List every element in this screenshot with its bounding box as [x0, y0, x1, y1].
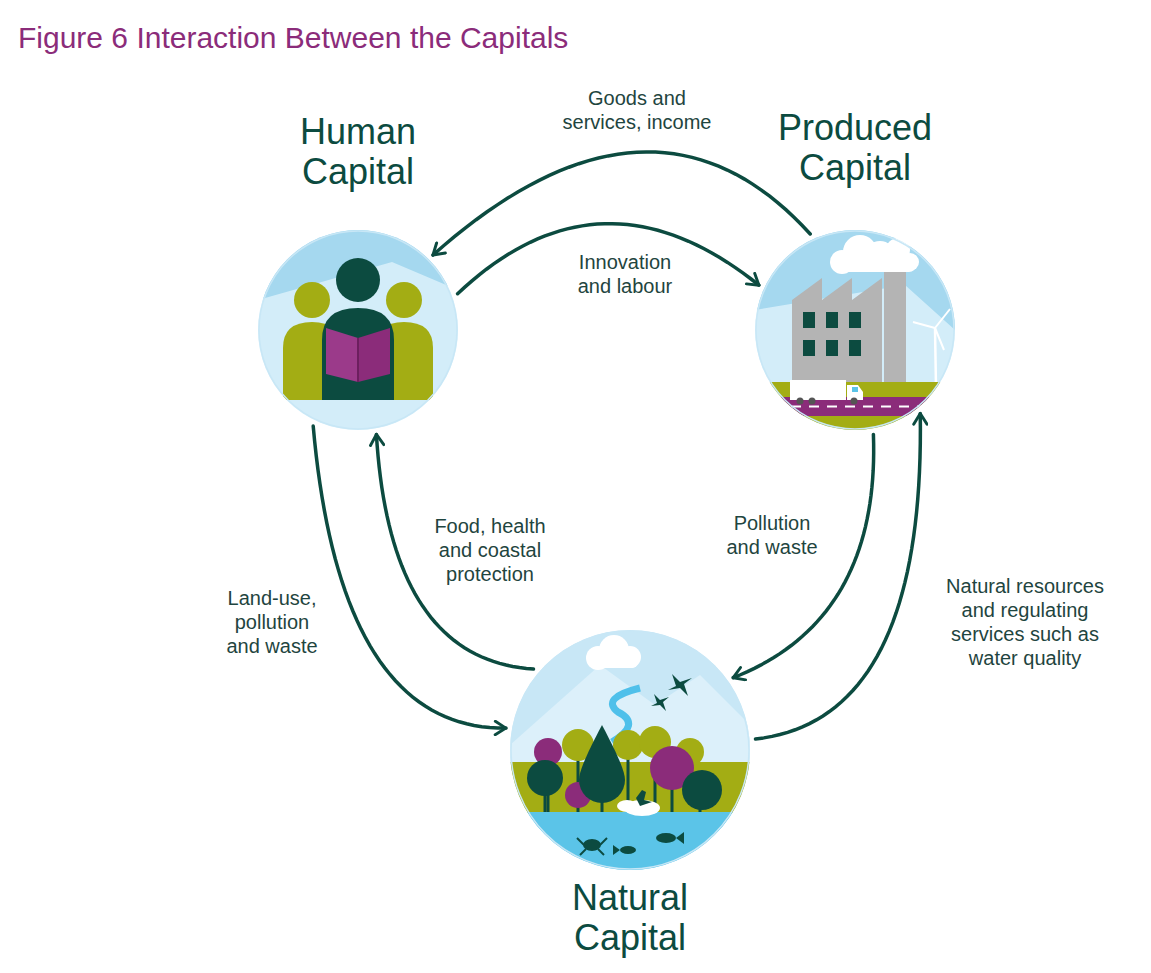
- factory-illustration: [851, 398, 858, 405]
- nature-illustration: [579, 725, 625, 803]
- people-illustration: [336, 258, 380, 302]
- factory-illustration: [755, 230, 955, 430]
- capital-circle: [510, 630, 750, 870]
- nature-illustration: [510, 812, 750, 872]
- capital-node: Human Capital: [238, 112, 478, 430]
- circle-outline: [510, 630, 750, 870]
- node-heading: Produced Capital: [755, 108, 955, 188]
- nature-illustration: [580, 849, 586, 855]
- factory-illustration: [755, 230, 955, 430]
- flow-arrow: [756, 414, 921, 739]
- factory-illustration: [797, 398, 804, 405]
- people-illustration: [258, 230, 458, 430]
- people-illustration: [294, 282, 330, 318]
- circle-outline: [259, 231, 457, 429]
- nature-illustration: [598, 849, 604, 855]
- flow-label: Goods and services, income: [555, 86, 720, 134]
- factory-illustration: [852, 387, 858, 392]
- flow-label: Natural resources and regulating service…: [938, 574, 1113, 670]
- factory-illustration: [790, 380, 846, 400]
- nature-illustration: [636, 790, 652, 806]
- flow-arrow: [433, 152, 810, 255]
- factory-illustration: [849, 312, 861, 328]
- factory-illustration: [826, 312, 838, 328]
- factory-illustration: [803, 312, 815, 328]
- factory-illustration: [935, 328, 944, 350]
- connector-group: [313, 152, 920, 739]
- factory-illustration: [849, 340, 861, 356]
- nature-illustration: [682, 770, 722, 810]
- flow-label: Food, health and coastal protection: [420, 514, 560, 586]
- nature-illustration: [668, 674, 692, 696]
- flow-label: Land-use, pollution and waste: [222, 586, 322, 658]
- circle-outline: [756, 231, 954, 429]
- factory-illustration: [832, 258, 916, 272]
- people-illustration: [386, 282, 422, 318]
- capital-node: Produced Capital: [735, 108, 975, 430]
- nature-illustration: [588, 655, 638, 668]
- factory-illustration: [755, 406, 955, 408]
- node-heading: Natural Capital: [530, 878, 730, 958]
- factory-illustration: [826, 340, 838, 356]
- nature-illustration: [613, 845, 620, 855]
- nature-illustration: [527, 760, 563, 796]
- flow-label: Pollution and waste: [722, 511, 822, 559]
- circle-outline: [511, 631, 749, 869]
- capital-node: Natural Capital: [510, 630, 750, 958]
- people-illustration: [358, 328, 390, 382]
- nature-illustration: [510, 630, 750, 872]
- capital-circle: [258, 230, 458, 430]
- people-illustration: [357, 338, 359, 382]
- nature-illustration: [676, 832, 684, 844]
- nature-illustration: [656, 833, 676, 843]
- factory-illustration: [803, 340, 815, 356]
- node-heading: Human Capital: [258, 112, 458, 192]
- factory-illustration: [913, 322, 935, 328]
- people-illustration: [258, 230, 458, 430]
- nature-illustration: [510, 665, 750, 770]
- people-illustration: [322, 308, 394, 400]
- people-illustration: [326, 328, 358, 382]
- nature-illustration: [620, 846, 636, 854]
- circle-outline: [755, 230, 955, 430]
- flow-label: Innovation and labour: [565, 250, 685, 298]
- nature-illustration: [651, 694, 669, 711]
- factory-illustration: [884, 262, 906, 392]
- factory-illustration: [809, 398, 816, 405]
- factory-illustration: [935, 309, 950, 328]
- factory-illustration: [935, 328, 936, 388]
- factory-illustration: [755, 230, 955, 330]
- factory-illustration: [755, 382, 955, 430]
- nature-illustration: [577, 838, 607, 855]
- circle-outline: [258, 230, 458, 430]
- capital-circle: [755, 230, 955, 430]
- factory-illustration: [792, 278, 882, 392]
- nature-illustration: [613, 730, 643, 760]
- nature-illustration: [600, 838, 607, 845]
- nature-illustration: [617, 800, 637, 812]
- nature-illustration: [577, 838, 584, 845]
- figure-title: Figure 6 Interaction Between the Capital…: [18, 20, 568, 56]
